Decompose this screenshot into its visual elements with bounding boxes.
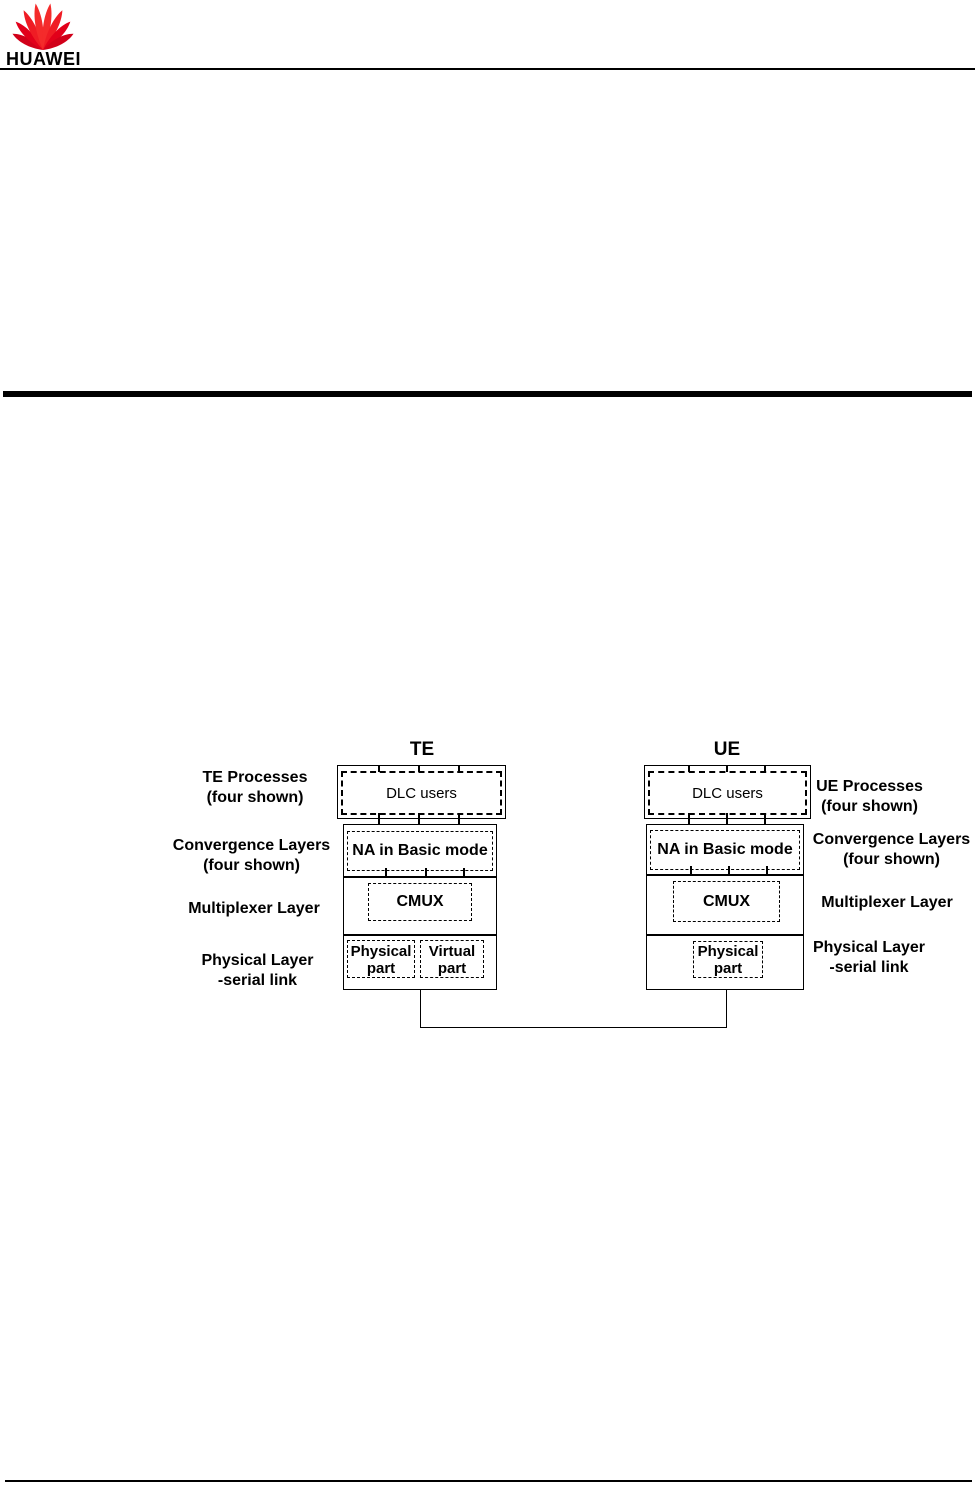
label-ue-convergence-line2: (four shown) <box>843 851 940 868</box>
te-virtual-part-line1: Virtual <box>428 942 476 960</box>
te-cmux-label: CMUX <box>396 893 444 910</box>
ue-dlc-users-box: DLC users <box>648 771 807 815</box>
label-te-physical-layer: Physical Layer -serial link <box>182 951 333 991</box>
label-ue-physical-layer: Physical Layer -serial link <box>804 938 934 978</box>
huawei-logo-icon <box>8 2 78 55</box>
label-ue-multiplexer-layer: Multiplexer Layer <box>808 893 966 913</box>
serial-link-connector-right <box>726 990 727 1028</box>
label-ue-convergence-line1: Convergence Layers <box>812 831 971 848</box>
label-ue-multiplexer-line1: Multiplexer Layer <box>821 894 953 911</box>
label-te-convergence-line1: Convergence Layers <box>172 837 331 854</box>
te-layer-tick <box>458 813 460 831</box>
te-layer-tick <box>385 868 387 882</box>
label-ue-convergence-layers: Convergence Layers (four shown) <box>810 830 973 870</box>
ue-layer-tick <box>728 866 730 880</box>
te-physical-part-box: Physical part <box>347 940 415 978</box>
ue-physical-part-box: Physical part <box>693 941 763 978</box>
ue-layer-tick <box>690 866 692 880</box>
label-te-physical-line2: -serial link <box>217 972 298 989</box>
te-dlc-users-box: DLC users <box>341 771 502 815</box>
te-virtual-part-line2: part <box>437 959 467 977</box>
label-te-physical-line1: Physical Layer <box>201 952 314 969</box>
te-process-tick <box>418 765 420 772</box>
label-te-convergence-line2: (four shown) <box>203 857 300 874</box>
ue-layer-tick <box>726 813 728 831</box>
ue-cmux-label: CMUX <box>702 892 751 910</box>
ue-na-basic-mode-label: NA in Basic mode <box>657 841 793 858</box>
te-process-tick <box>458 765 460 772</box>
ue-dlc-users-label: DLC users <box>692 784 763 802</box>
label-te-processes-line1: TE Processes <box>202 769 308 786</box>
te-layer-tick <box>463 868 465 882</box>
ue-cmux-box: CMUX <box>673 881 780 922</box>
ue-physical-part-line2: part <box>713 960 743 977</box>
label-te-multiplexer-line1: Multiplexer Layer <box>188 900 320 917</box>
label-ue-physical-line1: Physical Layer <box>812 939 926 956</box>
label-ue-physical-line2: -serial link <box>829 959 909 976</box>
label-te-convergence-layers: Convergence Layers (four shown) <box>170 836 333 876</box>
ue-physical-part-line1: Physical <box>697 943 759 960</box>
te-physical-part-line1: Physical <box>350 942 412 960</box>
label-ue-processes: UE Processes (four shown) <box>807 777 932 817</box>
label-ue-processes-line1: UE Processes <box>816 778 923 795</box>
label-te-multiplexer-layer: Multiplexer Layer <box>175 899 333 919</box>
te-layer-tick <box>425 868 427 882</box>
te-na-basic-mode-box: NA in Basic mode <box>347 831 493 871</box>
header-rule <box>0 68 975 70</box>
ue-process-tick <box>726 765 728 772</box>
ue-stack-title: UE <box>713 739 741 760</box>
label-te-processes: TE Processes (four shown) <box>180 768 330 808</box>
te-layer-tick <box>418 813 420 831</box>
te-virtual-part-box: Virtual part <box>420 940 484 978</box>
te-layer-tick <box>378 813 380 831</box>
te-stack-title: TE <box>409 739 435 760</box>
te-na-basic-mode-label: NA in Basic mode <box>352 842 488 859</box>
ue-layer-tick <box>766 866 768 880</box>
label-te-processes-line2: (four shown) <box>206 789 304 806</box>
serial-link-connector-bottom <box>420 1027 727 1028</box>
label-ue-processes-line2: (four shown) <box>821 798 918 815</box>
ue-process-tick <box>688 765 690 772</box>
te-dlc-users-label: DLC users <box>386 784 457 802</box>
ue-na-basic-mode-box: NA in Basic mode <box>650 830 800 870</box>
ue-process-tick <box>764 765 766 772</box>
serial-link-connector-left <box>420 990 421 1028</box>
ue-layer-tick <box>688 813 690 831</box>
section-divider-bar <box>3 391 972 397</box>
footer-rule <box>5 1480 972 1482</box>
te-cmux-box: CMUX <box>368 883 472 921</box>
te-process-tick <box>378 765 380 772</box>
te-physical-part-line2: part <box>366 959 396 977</box>
ue-layer-tick <box>764 813 766 831</box>
brand-wordmark: HUAWEI <box>6 49 81 69</box>
